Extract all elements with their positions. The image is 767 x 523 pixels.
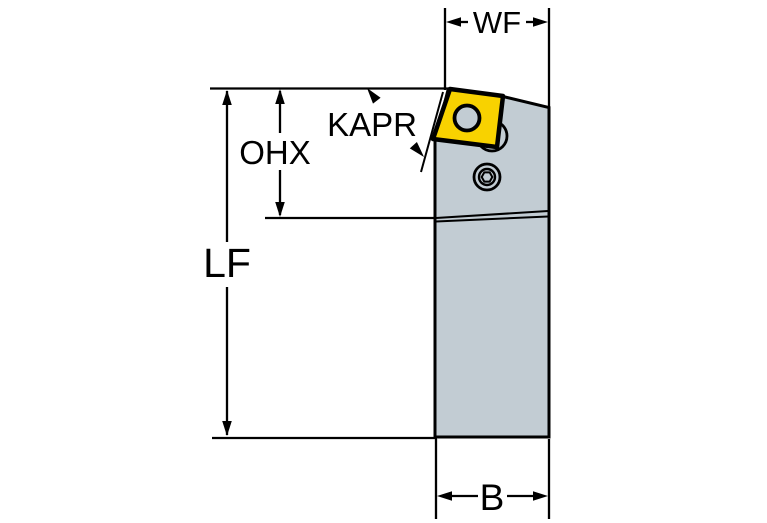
kapr-arrow-upper-icon <box>367 88 381 104</box>
wf-label: WF <box>473 5 521 40</box>
ohx-arrow-down-icon <box>275 202 285 217</box>
clamp-screw-hex-socket <box>480 171 494 183</box>
wf-arrow-right-icon <box>533 17 548 27</box>
b-label: B <box>480 477 505 518</box>
head-shank-joint-line-upper <box>435 210 549 219</box>
wf-arrow-left-icon <box>446 17 461 27</box>
insert-center-hole <box>452 103 482 133</box>
ohx-label: OHX <box>239 134 311 171</box>
clamp-screw-inner <box>477 167 497 187</box>
kapr-label: KAPR <box>327 106 417 143</box>
lf-arrow-down-icon <box>222 421 232 436</box>
kapr-cutting-edge-line <box>420 91 444 173</box>
b-arrow-right-icon <box>533 491 548 501</box>
lf-arrow-up-icon <box>222 90 232 105</box>
kapr-arrow-lower-icon <box>409 142 424 157</box>
lf-label: LF <box>203 240 251 286</box>
ohx-arrow-up-icon <box>275 89 285 104</box>
b-arrow-left-icon <box>437 491 452 501</box>
head-shank-joint-line-lower <box>435 215 549 223</box>
